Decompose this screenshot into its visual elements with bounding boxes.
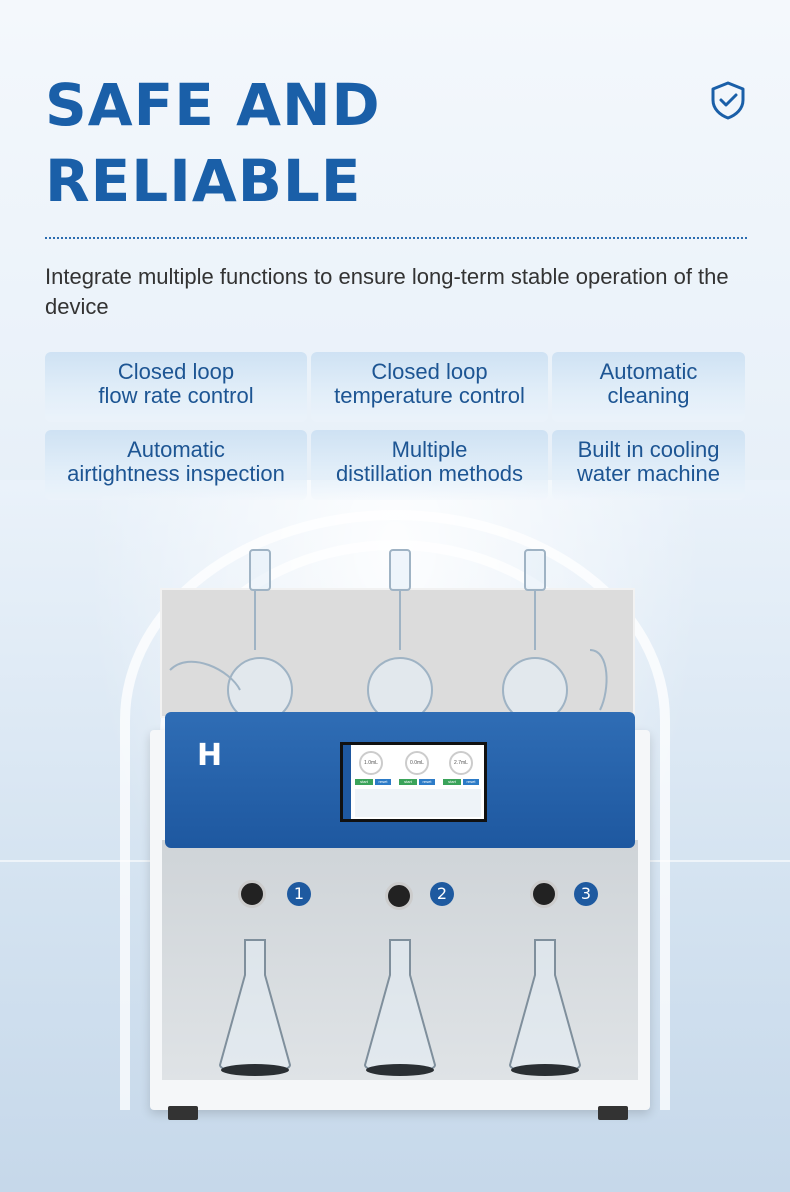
position-number-2: 2 <box>430 882 454 906</box>
feature-closed-loop-flow: Closed loop flow rate control <box>45 352 307 422</box>
glassware <box>169 549 608 720</box>
feature-closed-loop-temperature: Closed loop temperature control <box>311 352 548 422</box>
control-panel: H 1.0mL 0.0mL 2.7mL start reset start re… <box>165 712 635 848</box>
valve-knob-2[interactable] <box>385 882 413 910</box>
feature-line2: water machine <box>576 461 721 486</box>
feature-airtightness: Automatic airtightness inspection <box>45 430 307 500</box>
start-button-1[interactable]: start <box>355 779 373 785</box>
gauge-2: 0.0mL <box>405 751 429 775</box>
dotted-divider <box>45 237 747 239</box>
subtitle: Integrate multiple functions to ensure l… <box>45 264 729 319</box>
feature-automatic-cleaning: Automatic cleaning <box>552 352 745 422</box>
reset-button-3[interactable]: reset <box>463 779 479 785</box>
position-number-3: 3 <box>574 882 598 906</box>
feature-line1: Built in cooling <box>577 437 720 462</box>
feature-line2: flow rate control <box>98 383 254 408</box>
gauge-3: 2.7mL <box>449 751 473 775</box>
background-counter <box>0 860 160 862</box>
feature-cooling-water: Built in cooling water machine <box>552 430 745 500</box>
valve-knob-1[interactable] <box>238 880 266 908</box>
feature-line1: Closed loop <box>117 359 235 384</box>
feature-line2: distillation methods <box>335 461 524 486</box>
background-arch <box>120 510 670 1110</box>
reset-button-1[interactable]: reset <box>375 779 391 785</box>
reset-button-2[interactable]: reset <box>419 779 435 785</box>
start-button-3[interactable]: start <box>443 779 461 785</box>
screen-settings-area <box>355 789 481 817</box>
start-button-2[interactable]: start <box>399 779 417 785</box>
feature-distillation-methods: Multiple distillation methods <box>311 430 548 500</box>
valve-knob-3[interactable] <box>530 880 558 908</box>
device-foot-right <box>598 1106 628 1120</box>
feature-line2: temperature control <box>334 383 525 408</box>
distillation-device: H 1.0mL 0.0mL 2.7mL start reset start re… <box>150 540 650 1130</box>
gauge-1: 1.0mL <box>359 751 383 775</box>
background-counter <box>640 860 790 862</box>
feature-line2: airtightness inspection <box>67 461 285 486</box>
page-title-line1: SAFE AND <box>45 71 381 139</box>
feature-line1: Automatic <box>127 437 225 462</box>
feature-line1: Automatic <box>599 359 698 384</box>
brand-logo: H <box>197 738 223 773</box>
position-number-1: 1 <box>287 882 311 906</box>
feature-line1: Multiple <box>391 437 468 462</box>
shield-check-icon <box>711 81 745 120</box>
touch-screen[interactable]: 1.0mL 0.0mL 2.7mL start reset start rese… <box>340 742 487 822</box>
feature-line1: Closed loop <box>371 359 488 384</box>
screen-sidebar <box>343 745 351 819</box>
device-foot-left <box>168 1106 198 1120</box>
page-title-line2: RELIABLE <box>45 147 362 215</box>
feature-line2: cleaning <box>607 383 690 408</box>
collection-flasks <box>218 939 582 1076</box>
